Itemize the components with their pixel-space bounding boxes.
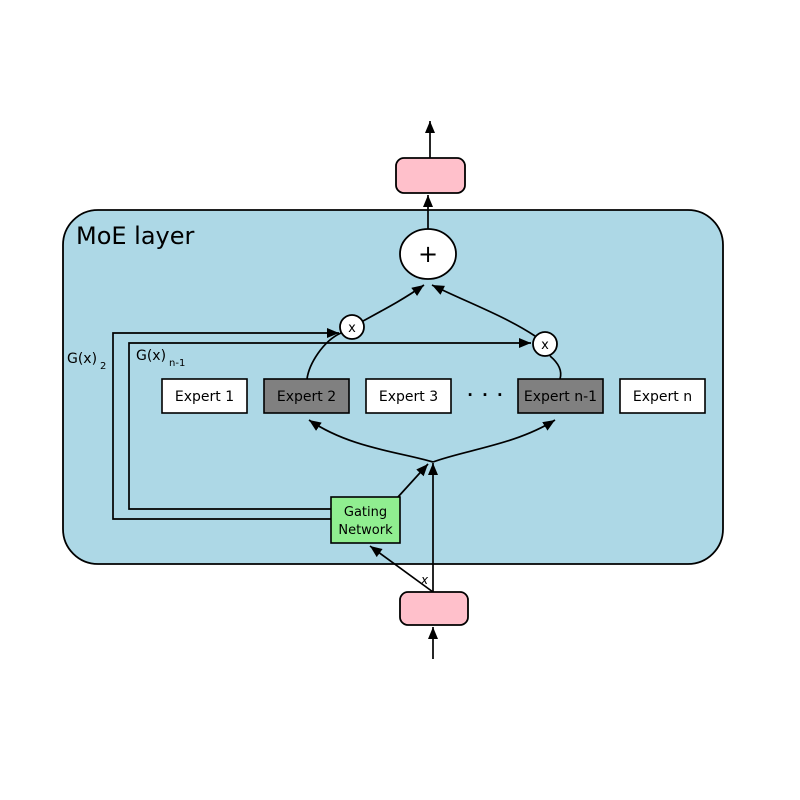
multiply-icon: x — [541, 338, 549, 353]
gating-to-junction-arrow — [397, 463, 429, 498]
expert-rect — [161, 378, 248, 414]
plus-icon: + — [418, 240, 438, 268]
x-to-expert-n-1-arrow — [432, 419, 556, 463]
x-to-expert2-arrow — [308, 419, 434, 463]
gating-network-label-line2: Network — [338, 523, 393, 538]
gate-weight-base: G(x) — [67, 351, 97, 367]
gate-weight-label-n-1: G(x) n-1 — [136, 348, 185, 369]
expert-box-1: Expert 1 — [161, 378, 248, 414]
gate-path-2-arrow — [112, 328, 339, 520]
sum-circle — [399, 228, 457, 280]
gate-weight-subscript: n-1 — [169, 358, 185, 369]
expert-rect — [517, 378, 604, 414]
gate-weight-subscript: 2 — [100, 361, 106, 372]
expert-rect — [365, 378, 452, 414]
multiply-left-to-sum-arrow — [362, 284, 425, 322]
gating-network-box: Gating Network — [330, 496, 401, 544]
gating-network-label-line1: Gating — [344, 505, 387, 520]
multiply-icon: x — [348, 321, 356, 336]
multiply-node-left: x — [339, 314, 365, 340]
expert-label: Expert 2 — [277, 389, 336, 405]
expert-label: Expert 3 — [379, 389, 438, 405]
expert-rect — [263, 378, 350, 414]
multiply-right-to-sum-arrow — [431, 284, 536, 337]
gate-weight-label-2: G(x) 2 — [67, 351, 106, 372]
input-block — [399, 591, 469, 626]
gate-weight-base: G(x) — [136, 348, 166, 364]
expert2-to-multiply-edge — [306, 332, 342, 380]
output-block — [395, 157, 466, 194]
gate-path-n-1-arrow — [128, 338, 531, 510]
expert-n-1-to-multiply-edge — [549, 355, 562, 380]
multiply-circle-left — [339, 314, 365, 340]
expert-box-2: Expert 2 — [263, 378, 350, 414]
sum-node: + — [399, 228, 457, 280]
expert-rect — [619, 378, 706, 414]
experts-ellipsis: · · · — [467, 386, 505, 404]
expert-box-n: Expert n — [619, 378, 706, 414]
input-x-label: x — [420, 573, 429, 587]
expert-box-n-1: Expert n-1 — [517, 378, 604, 414]
multiply-node-right: x — [532, 331, 558, 357]
multiply-circle-right — [532, 331, 558, 357]
expert-label: Expert n — [633, 389, 692, 405]
x-to-gating-arrow — [369, 545, 434, 593]
expert-box-3: Expert 3 — [365, 378, 452, 414]
expert-label: Expert 1 — [175, 389, 234, 405]
gating-rect — [330, 496, 401, 544]
expert-label: Expert n-1 — [524, 389, 597, 405]
moe-layer-title: MoE layer — [76, 222, 195, 250]
